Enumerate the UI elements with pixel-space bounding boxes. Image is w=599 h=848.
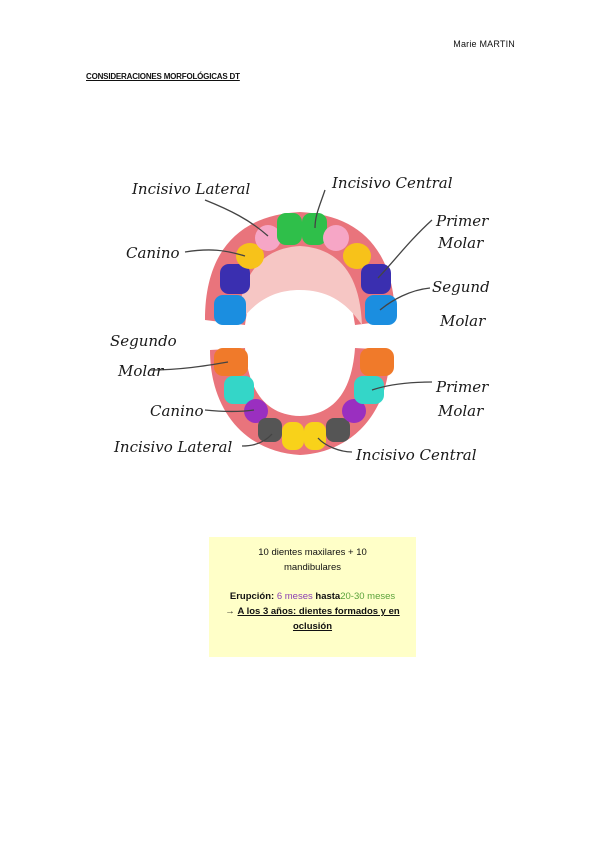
upper-second-molar-right xyxy=(214,295,246,325)
summary-note-box: 10 dientes maxilares + 10 mandibulares E… xyxy=(209,537,416,657)
label-upper-primer: Primer xyxy=(435,212,489,230)
upper-central-left xyxy=(302,213,327,245)
lower-first-molar-left xyxy=(354,376,384,404)
arrow-lower-second-molar xyxy=(149,361,229,371)
lower-second-molar-right xyxy=(214,348,248,376)
arrow-upper-second-molar xyxy=(379,287,431,311)
arrow-lower-canine xyxy=(204,409,255,413)
label-lower-segundo: Segundo xyxy=(110,332,177,350)
arrow-upper-central xyxy=(314,189,326,229)
lower-second-molar-left xyxy=(360,348,394,376)
lower-canine-right xyxy=(244,399,268,423)
lower-arch xyxy=(210,348,394,455)
upper-arch xyxy=(205,212,397,325)
pointer-arrows xyxy=(149,189,433,453)
conclusion-text: A los 3 años: dientes formados y en oclu… xyxy=(237,606,400,632)
eruption-label: Erupción: xyxy=(229,591,275,602)
eruption-end: 20-30 meses xyxy=(340,591,396,602)
dental-arch-illustration: Incisivo Lateral Incisivo Central Canino… xyxy=(110,174,490,464)
upper-first-molar-right xyxy=(220,264,250,294)
label-lower-primer-molar: Molar xyxy=(437,402,484,420)
label-upper-canino: Canino xyxy=(126,244,180,262)
lower-canine-left xyxy=(342,399,366,423)
teeth-count-text: 10 dientes maxilares + 10 mandibulares xyxy=(258,547,367,573)
eruption-start: 6 meses xyxy=(276,591,313,602)
label-lower-incisivo-central: Incisivo Central xyxy=(355,446,477,464)
arrow-upper-canine xyxy=(184,249,246,257)
label-lower-canino: Canino xyxy=(150,402,204,420)
label-lower-primer: Primer xyxy=(435,378,489,396)
section-heading: CONSIDERACIONES MORFOLÓGICAS DT xyxy=(86,72,240,81)
arrow-upper-lateral xyxy=(204,199,269,237)
eruption-line: Erupción: 6 meses hasta20-30 meses xyxy=(209,589,416,604)
author-name: Marie MARTIN xyxy=(453,39,515,49)
arrow-upper-first-molar xyxy=(377,219,433,279)
label-upper-incisivo-lateral: Incisivo Lateral xyxy=(131,180,250,198)
upper-lateral-right xyxy=(255,225,281,251)
conclusion-line: → A los 3 años: dientes formados y en oc… xyxy=(209,604,416,634)
lower-first-molar-right xyxy=(224,376,254,404)
label-upper-segundo: Segundo xyxy=(432,278,490,296)
upper-central-right xyxy=(277,213,302,245)
arrow-lower-central xyxy=(317,437,353,453)
upper-lateral-left xyxy=(323,225,349,251)
lower-lateral-right xyxy=(258,418,282,442)
label-lower-incisivo-lateral: Incisivo Lateral xyxy=(113,438,232,456)
upper-canine-right xyxy=(236,243,264,269)
label-upper-primer-molar: Molar xyxy=(437,234,484,252)
arrow-glyph: → xyxy=(225,606,235,617)
label-lower-segundo-molar: Molar xyxy=(117,362,164,380)
eruption-connector: hasta xyxy=(315,591,341,602)
lower-central-left xyxy=(304,422,326,450)
dental-arch-figure: Incisivo Lateral Incisivo Central Canino… xyxy=(110,160,490,472)
upper-canine-left xyxy=(343,243,371,269)
lower-lateral-left xyxy=(326,418,350,442)
arrow-lower-lateral xyxy=(241,433,273,447)
upper-palate xyxy=(238,246,362,325)
arrow-lower-first-molar xyxy=(371,381,433,391)
lower-central-right xyxy=(282,422,304,450)
label-upper-segundo-molar: Molar xyxy=(439,312,486,330)
label-upper-incisivo-central: Incisivo Central xyxy=(331,174,453,192)
